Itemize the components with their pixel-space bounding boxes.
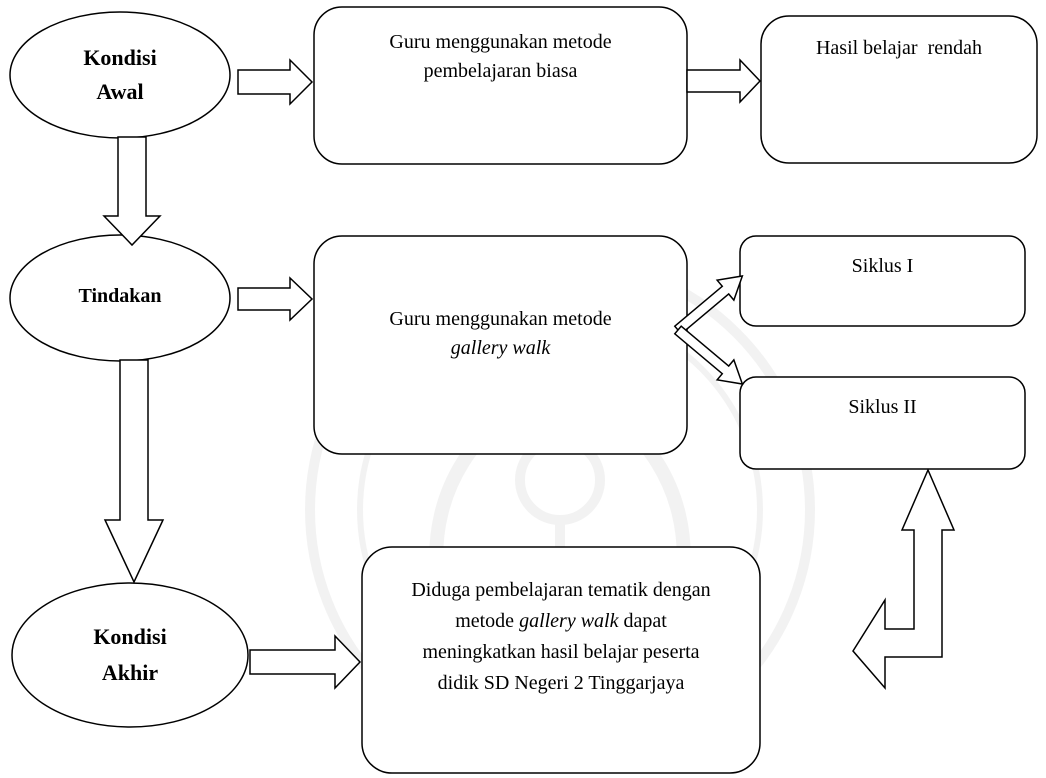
siklus-1-text: Siklus I	[851, 254, 914, 277]
kondisi-akhir-line1: Kondisi	[93, 623, 167, 649]
hipotesis-line1: Diduga pembelajaran tematik dengan	[411, 579, 711, 601]
siklus-2-box	[739, 376, 1026, 470]
arrow-gallery-to-siklus-1	[673, 275, 744, 335]
siklus-1-label: Siklus I	[740, 248, 1025, 284]
hipotesis-line3: meningkatkan hasil belajar peserta	[422, 641, 700, 663]
kondisi-akhir-line2: Akhir	[101, 660, 159, 685]
metode-gallery-line2: gallery walk	[450, 337, 551, 359]
arrow-gallery-to-siklus-2	[673, 325, 744, 385]
hipotesis-line2: metode gallery walk dapat	[455, 606, 667, 637]
hipotesis-line4: didik SD Negeri 2 Tinggarjaya	[437, 672, 685, 694]
hipotesis-box	[361, 546, 761, 774]
arrow-biasa-to-hasil	[686, 58, 762, 104]
arrow-tindakan-to-gallery	[237, 276, 314, 322]
arrow-awal-to-biasa	[237, 58, 314, 106]
metode-biasa-line1: Guru menggunakan metode	[389, 31, 612, 53]
metode-gallery-label: Guru menggunakan metode gallery walk	[314, 294, 687, 374]
tindakan-label: Tindakan	[10, 278, 230, 314]
hipotesis-line2-prefix: metode	[455, 610, 520, 632]
hipotesis-line2-italic: gallery walk	[519, 610, 619, 632]
arrow-akhir-to-hipotesis	[249, 634, 362, 690]
kondisi-awal-label: Kondisi Awal	[10, 12, 230, 138]
metode-gallery-line1: Guru menggunakan metode	[389, 308, 612, 330]
kondisi-akhir-ellipse	[11, 582, 249, 728]
arrow-hipotesis-to-siklus-2	[852, 468, 956, 691]
siklus-2-label: Siklus II	[740, 389, 1025, 425]
arrow-tindakan-to-akhir	[103, 359, 165, 584]
arrow-awal-to-tindakan	[102, 136, 162, 247]
hasil-rendah-label: Hasil belajar rendah	[761, 30, 1037, 66]
kondisi-awal-line1: Kondisi	[83, 44, 157, 70]
kondisi-awal-line2: Awal	[96, 79, 144, 104]
metode-biasa-label: Guru menggunakan metode pembelajaran bia…	[314, 20, 687, 94]
hasil-rendah-box	[760, 15, 1038, 164]
siklus-2-text: Siklus II	[848, 395, 917, 418]
hipotesis-line2-suffix: dapat	[618, 610, 667, 632]
kondisi-akhir-label: Kondisi Akhir	[12, 598, 248, 712]
tindakan-text: Tindakan	[78, 284, 162, 307]
hipotesis-label: Diduga pembelajaran tematik dengan metod…	[362, 562, 760, 712]
metode-biasa-line2: pembelajaran biasa	[423, 60, 578, 82]
hasil-rendah-text: Hasil belajar rendah	[815, 36, 983, 59]
